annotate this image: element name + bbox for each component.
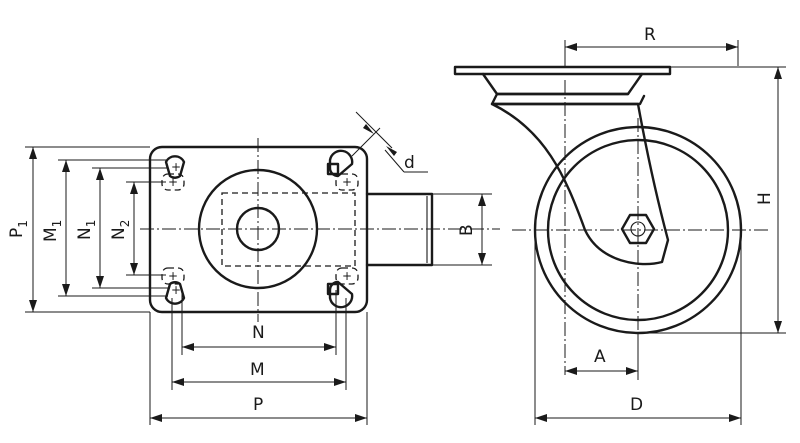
label-P1: P1 xyxy=(7,220,30,238)
label-D: D xyxy=(630,395,643,415)
label-M1: M1 xyxy=(41,220,64,242)
label-d: d xyxy=(404,153,415,173)
label-R: R xyxy=(644,25,656,45)
top-plate-view: + + + + + + xyxy=(25,111,500,425)
hidden-bearing-outline xyxy=(221,192,356,267)
bolt-slot-bottom-right: + xyxy=(326,267,359,309)
fork-leg xyxy=(490,102,670,266)
svg-text:+: + xyxy=(168,175,178,189)
svg-text:+: + xyxy=(342,175,352,189)
svg-text:+: + xyxy=(342,269,352,283)
label-A: A xyxy=(594,347,606,367)
label-P: P xyxy=(253,395,263,415)
label-N: N xyxy=(252,323,265,343)
label-N2: N2 xyxy=(109,220,132,240)
label-M: M xyxy=(250,360,265,380)
bolt-slot-top-left: + + xyxy=(161,155,186,191)
label-H: H xyxy=(755,192,775,205)
bolt-slot-top-right: + xyxy=(326,149,359,191)
label-N1: N1 xyxy=(75,220,98,240)
side-view xyxy=(453,40,786,425)
svg-text:+: + xyxy=(171,160,181,174)
svg-text:+: + xyxy=(168,269,178,283)
side-plate xyxy=(453,65,672,76)
label-B: B xyxy=(457,224,477,236)
svg-text:+: + xyxy=(171,283,181,297)
bolt-slot-bottom-left: + + xyxy=(161,267,186,305)
axle-nut xyxy=(620,213,656,245)
swivel-head xyxy=(481,72,644,96)
